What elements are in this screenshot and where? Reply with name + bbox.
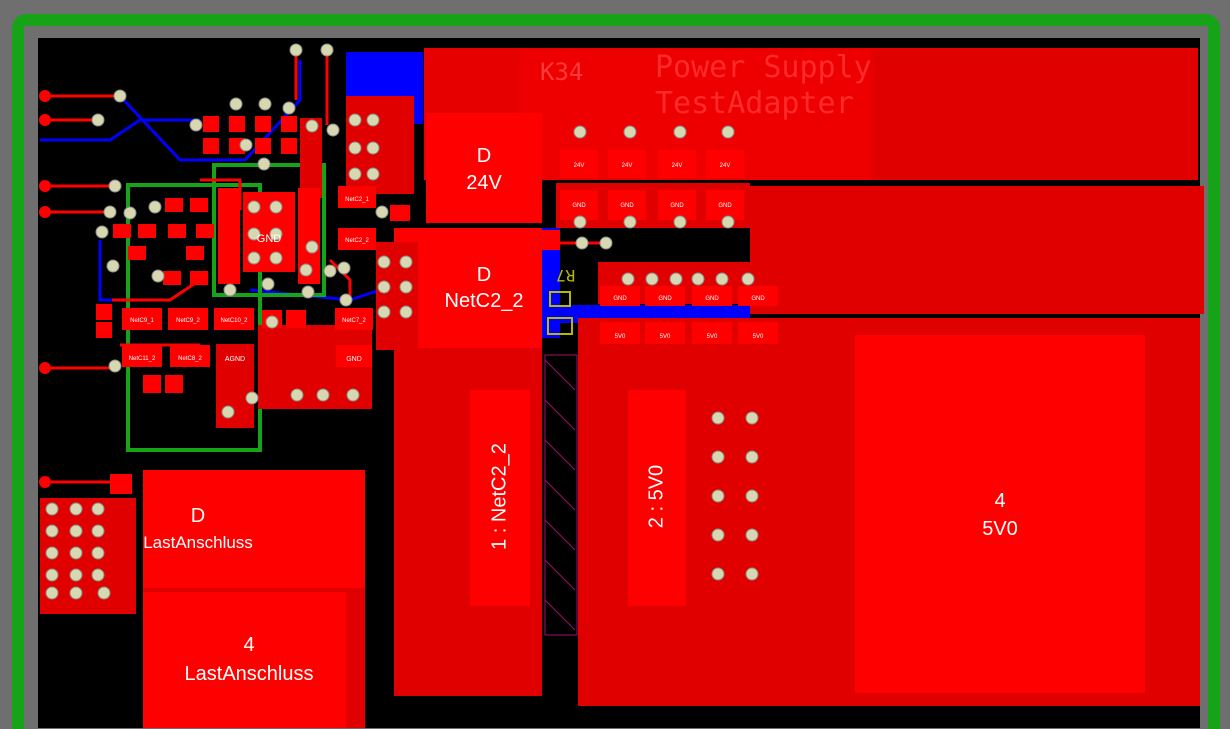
- smd-gnd-d: GND: [718, 203, 732, 209]
- smd-gnd-a: GND: [572, 203, 586, 209]
- smd-5v0-c: 5V0: [706, 334, 718, 340]
- pad-gnd-center-label: GND: [256, 233, 282, 245]
- smd-gnd-e: GND: [613, 296, 627, 302]
- smd-netc10-2: NetC10_2: [220, 318, 248, 324]
- pad-4-last[interactable]: [143, 592, 346, 728]
- pad-vert-netc2[interactable]: [470, 390, 530, 606]
- smd-gnd-h: GND: [751, 296, 765, 302]
- blue-trace-2: [40, 118, 200, 142]
- smd-netc8-2: NetC8_2: [178, 356, 202, 362]
- blue-trace-1: [118, 60, 302, 162]
- smd-netc7-2: NetC7_2: [342, 318, 366, 324]
- pad-gnd-small-label: GND: [346, 356, 362, 363]
- pad-vert-5v0[interactable]: [628, 390, 686, 606]
- smd-24v-b: 24V: [621, 163, 633, 169]
- pour-top-right: [873, 50, 1198, 180]
- pad-vert-netc2-label: 1 : NetC2_2: [488, 443, 511, 550]
- through-hole-pads: [45, 43, 759, 600]
- smd-24v-a: 24V: [573, 163, 585, 169]
- pad-d-24v[interactable]: [426, 113, 542, 223]
- pad-agnd-label: AGND: [224, 356, 246, 363]
- smd-24v-d: 24V: [719, 163, 731, 169]
- ic-pins-right: [298, 188, 320, 284]
- component-ref-r7: R7: [556, 266, 576, 285]
- blue-strip: [540, 228, 560, 338]
- pad-4-last-label: LastAnschluss: [184, 663, 314, 685]
- pad-d-netc2-label: NetC2_2: [444, 290, 524, 312]
- pad-d-24v-net: D: [476, 145, 492, 167]
- hatch-region: [544, 354, 578, 636]
- smd-5v0-b: 5V0: [659, 334, 671, 340]
- pad-4-last-num: 4: [243, 634, 255, 656]
- smd-gnd-g: GND: [705, 296, 719, 302]
- smd-24v-c: 24V: [671, 163, 683, 169]
- pad-4-5v0-num: 4: [994, 490, 1006, 512]
- component-ref-k34: K34: [540, 58, 584, 86]
- smd-gnd-f: GND: [658, 296, 672, 302]
- smd-netc2-1: NetC2_1: [345, 197, 369, 203]
- smd-netc9-2: NetC9_2: [176, 318, 200, 324]
- board-title-line1: Power Supply: [655, 50, 872, 85]
- pad-d-last-net: D: [190, 505, 206, 527]
- pad-d-netc2[interactable]: [394, 228, 542, 350]
- silk-r7-footprint: [547, 291, 573, 335]
- smd-gnd-b: GND: [620, 203, 634, 209]
- pad-d-24v-label: 24V: [466, 172, 502, 194]
- smd-netc11-2: NetC11_2: [128, 356, 156, 362]
- smd-netc2-2: NetC2_2: [345, 238, 369, 244]
- board-outline: [12, 14, 1220, 729]
- smd-5v0-d: 5V0: [752, 334, 764, 340]
- smd-pads: [96, 116, 778, 494]
- pad-d-netc2-net: D: [476, 264, 492, 286]
- smd-5v0-a: 5V0: [614, 334, 626, 340]
- top-copper-layer: [40, 48, 1204, 728]
- edge-test-points: [39, 90, 51, 488]
- pad-vert-5v0-label: 2 : 5V0: [645, 464, 668, 529]
- smd-netc9-1: NetC9_1: [130, 318, 154, 324]
- board-title-line2: TestAdapter: [655, 86, 854, 121]
- smd-gnd-c: GND: [670, 203, 684, 209]
- pad-4-5v0[interactable]: [855, 335, 1145, 693]
- pad-d-last-label: LastAnschluss: [143, 533, 253, 552]
- pad-d-last[interactable]: [143, 470, 365, 588]
- ic-pins-left: [218, 188, 240, 284]
- pad-4-5v0-label: 5V0: [982, 518, 1018, 540]
